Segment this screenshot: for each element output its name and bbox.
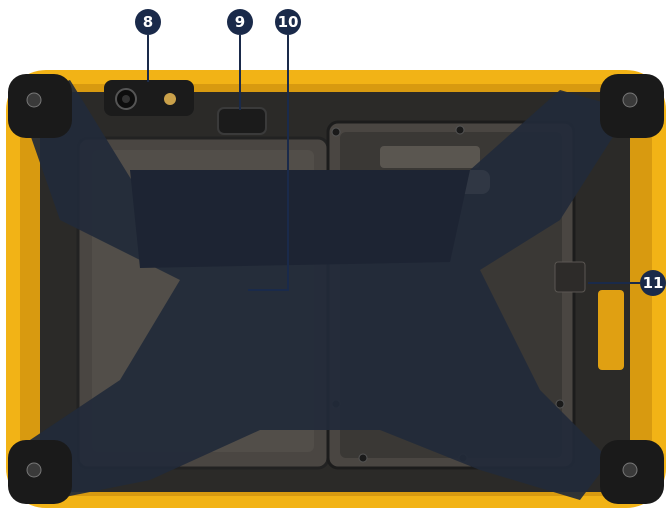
- flash-icon: [164, 93, 176, 105]
- callout-lines: [147, 35, 640, 291]
- callout-9: 9: [227, 9, 253, 35]
- strap-center-band: [130, 170, 470, 268]
- callout-11: 11: [640, 270, 666, 296]
- speaker-grille-icon: [554, 261, 586, 293]
- side-port-cover: [598, 290, 624, 370]
- barcode-scanner-window-icon: [217, 107, 267, 135]
- callout-10: 10: [275, 9, 301, 35]
- right-panel-slot: [380, 146, 480, 168]
- rear-camera-icon: [115, 88, 137, 110]
- callout-8: 8: [135, 9, 161, 35]
- corner-screws: [26, 92, 638, 478]
